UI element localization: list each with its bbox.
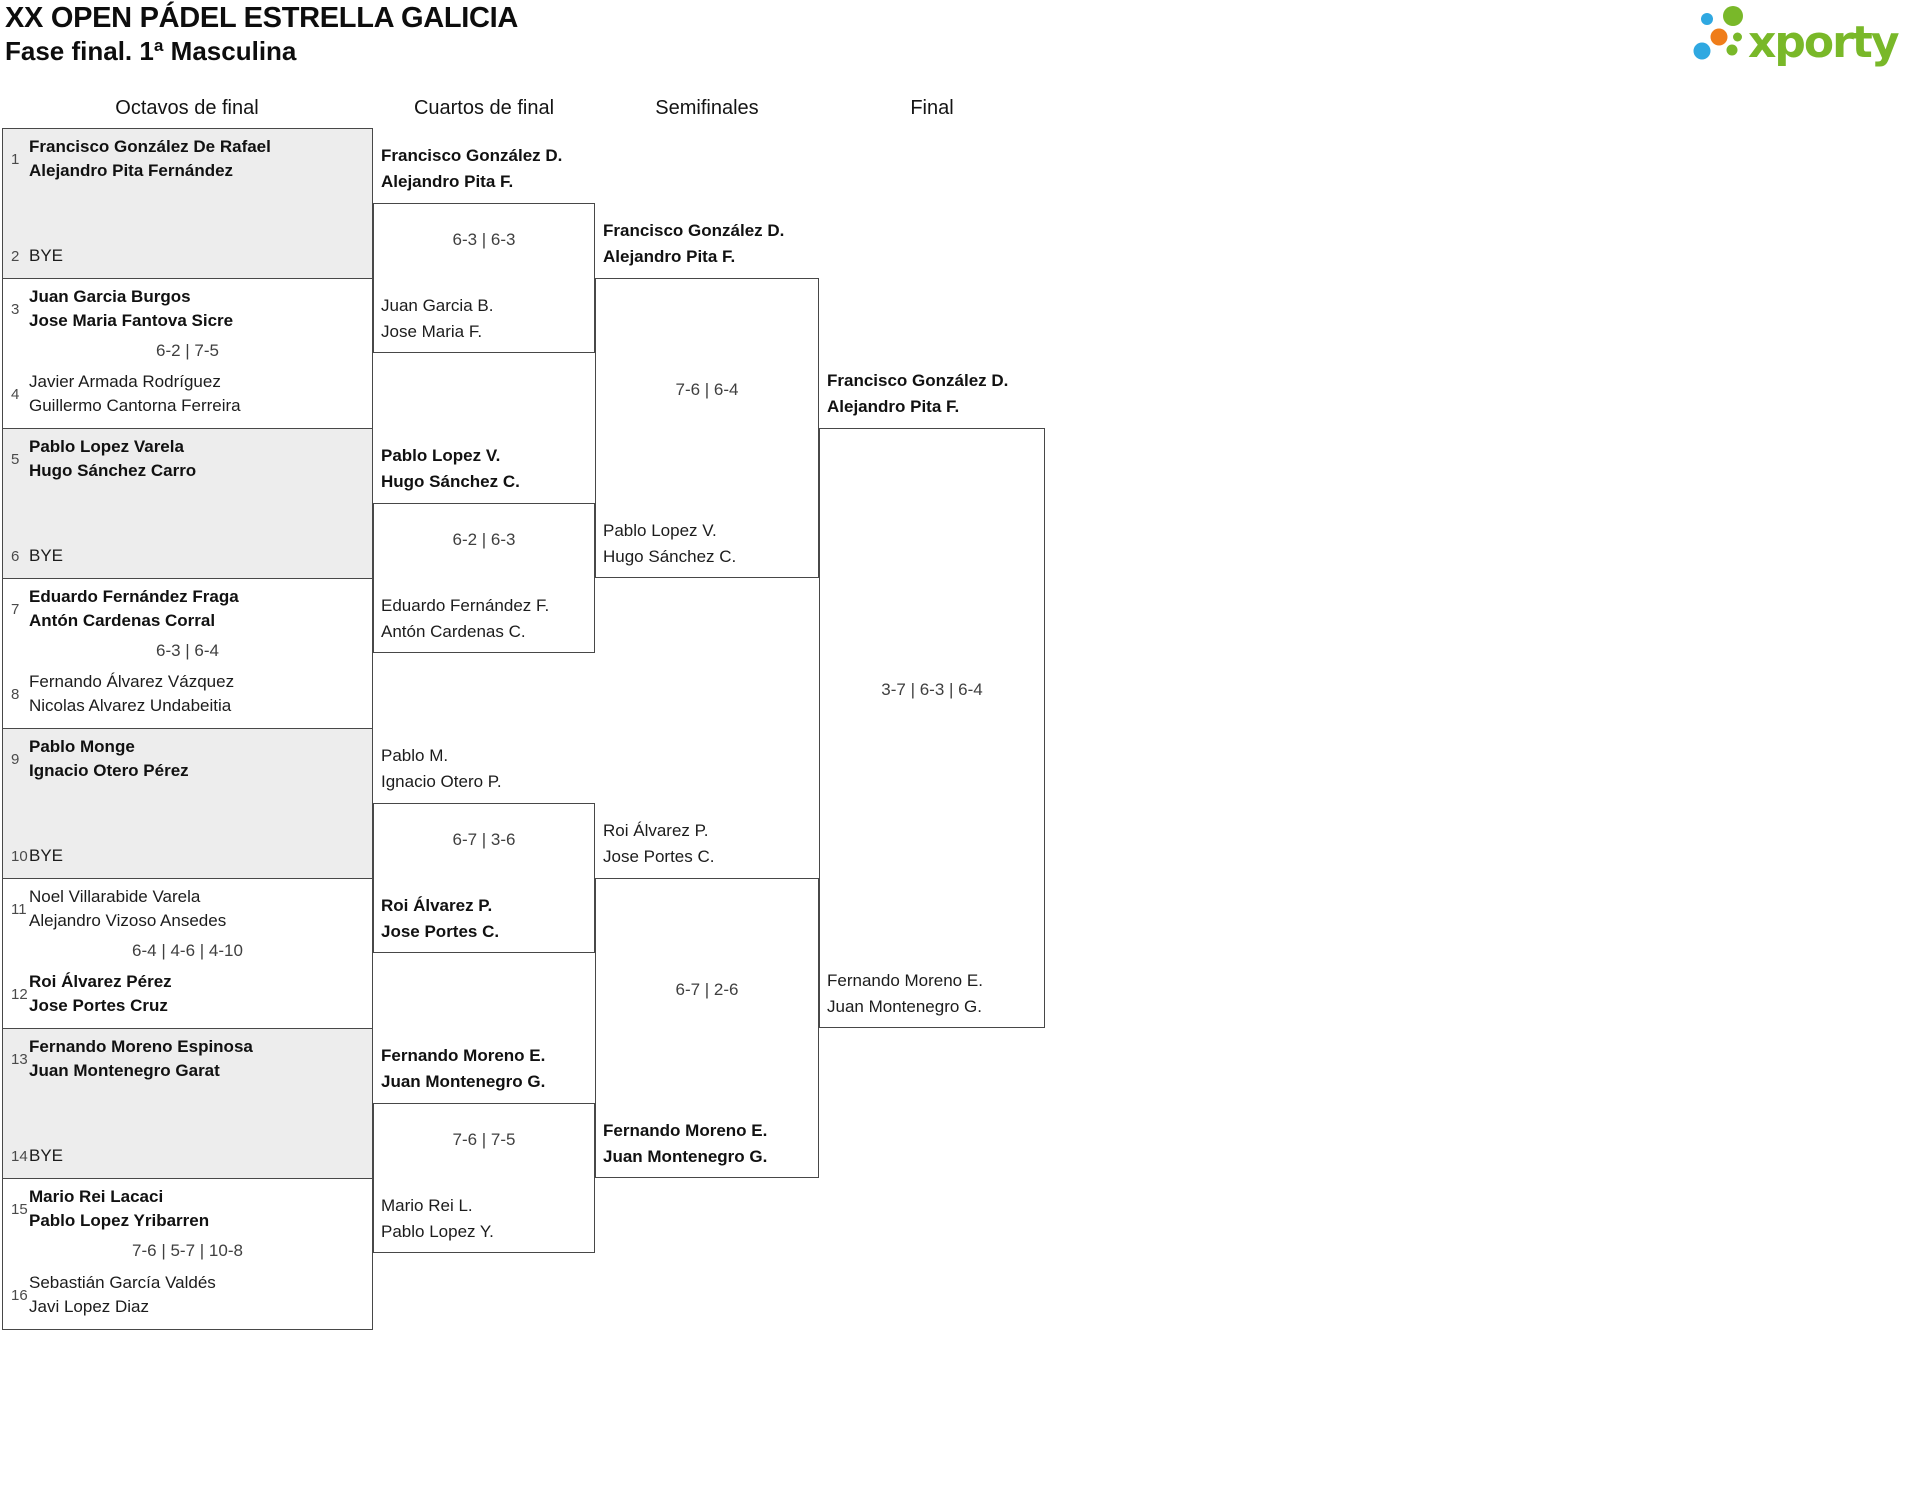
quarterfinal-1-box: [373, 203, 595, 353]
team-entry[interactable]: Mario Rei L.Pablo Lopez Y.: [381, 1196, 494, 1241]
final-box: [819, 428, 1045, 1028]
match-score: 6-2 | 6-3: [452, 530, 516, 549]
team-entry[interactable]: 6 BYE: [11, 546, 64, 565]
seed-number: 8: [11, 685, 20, 703]
team-entry[interactable]: Pablo Lopez V.Hugo Sánchez C.: [381, 446, 520, 491]
page-title: XX OPEN PÁDEL ESTRELLA GALICIA: [5, 2, 519, 34]
team-entry[interactable]: 14 BYE: [11, 1146, 64, 1165]
quarterfinal-4-box: [373, 1103, 595, 1253]
team-entry[interactable]: Roi Álvarez P.Jose Portes C.: [603, 821, 715, 866]
seed-number: 4: [11, 385, 20, 403]
match-score: 6-2 | 7-5: [155, 341, 219, 360]
seed-number: 6: [11, 547, 20, 565]
team-entry[interactable]: Pablo Lopez V.Hugo Sánchez C.: [603, 521, 737, 566]
logo-dot-orange: [1710, 28, 1728, 46]
team-entry[interactable]: Pablo M.Ignacio Otero P.: [381, 746, 502, 791]
logo-dot-blue-small: [1701, 13, 1713, 25]
xporty-logo[interactable]: xporty: [1686, 6, 1901, 70]
page-subtitle: Fase final. 1ª Masculina: [5, 36, 297, 66]
semifinal-2-box: [595, 878, 819, 1178]
team-entry[interactable]: Eduardo Fernández F.Antón Cardenas C.: [381, 596, 550, 641]
round-header-cuartos: Cuartos de final: [413, 97, 555, 119]
match-score: 6-7 | 3-6: [452, 830, 516, 849]
team-entry[interactable]: Francisco González D.Alejandro Pita F.: [381, 146, 563, 191]
match-score: 3-7 | 6-3 | 6-4: [881, 680, 983, 699]
seed-number: 13: [11, 1050, 28, 1068]
seed-number: 10: [11, 847, 28, 865]
seed-number: 9: [11, 750, 20, 768]
seed-number: 1: [11, 150, 20, 168]
team-entry[interactable]: Fernando Moreno E.Juan Montenegro G.: [381, 1046, 546, 1091]
match-score: 6-3 | 6-4: [155, 641, 219, 660]
seed-number: 3: [11, 300, 20, 318]
quarterfinal-2-box: [373, 503, 595, 653]
logo-dot-blue-large: [1693, 42, 1711, 60]
seed-number: 7: [11, 600, 20, 618]
match-score: 7-6 | 7-5: [452, 1130, 516, 1149]
logo-text: xporty: [1748, 17, 1899, 68]
match-score: 6-4 | 4-6 | 4-10: [132, 941, 243, 960]
match-score: 6-3 | 6-3: [452, 230, 516, 249]
match-score: 7-6 | 5-7 | 10-8: [132, 1241, 243, 1260]
round-header-final: Final: [910, 97, 954, 119]
quarterfinal-3-box: [373, 803, 595, 953]
seed-number: 5: [11, 450, 20, 468]
logo-dot-green-tiny: [1733, 32, 1742, 42]
match-score: 6-7 | 2-6: [675, 980, 739, 999]
team-entry[interactable]: Francisco González D.Alejandro Pita F.: [603, 221, 785, 266]
semifinal-1-box: [595, 278, 819, 578]
seed-number: 11: [11, 900, 27, 918]
round-header-semifinales: Semifinales: [655, 97, 759, 119]
seed-number: 16: [11, 1286, 28, 1304]
team-entry[interactable]: 10 BYE: [11, 846, 64, 865]
team-entry[interactable]: Francisco González D.Alejandro Pita F.: [827, 371, 1009, 416]
seed-number: 14: [11, 1147, 28, 1165]
seed-number: 2: [11, 247, 20, 265]
seed-number: 15: [11, 1200, 28, 1218]
seed-number: 12: [11, 985, 28, 1003]
team-entry[interactable]: Roi Álvarez P.Jose Portes C.: [381, 896, 500, 941]
round-header-octavos: Octavos de final: [115, 97, 259, 119]
team-entry[interactable]: Juan Garcia B.Jose Maria F.: [381, 296, 494, 341]
team-entry[interactable]: Fernando Moreno E.Juan Montenegro G.: [827, 971, 983, 1016]
logo-dot-green-small: [1726, 44, 1738, 56]
team-entry[interactable]: 2 BYE: [11, 246, 64, 265]
logo-dot-green-large: [1723, 6, 1743, 26]
match-score: 7-6 | 6-4: [675, 380, 739, 399]
team-entry[interactable]: Fernando Moreno E.Juan Montenegro G.: [603, 1121, 768, 1166]
